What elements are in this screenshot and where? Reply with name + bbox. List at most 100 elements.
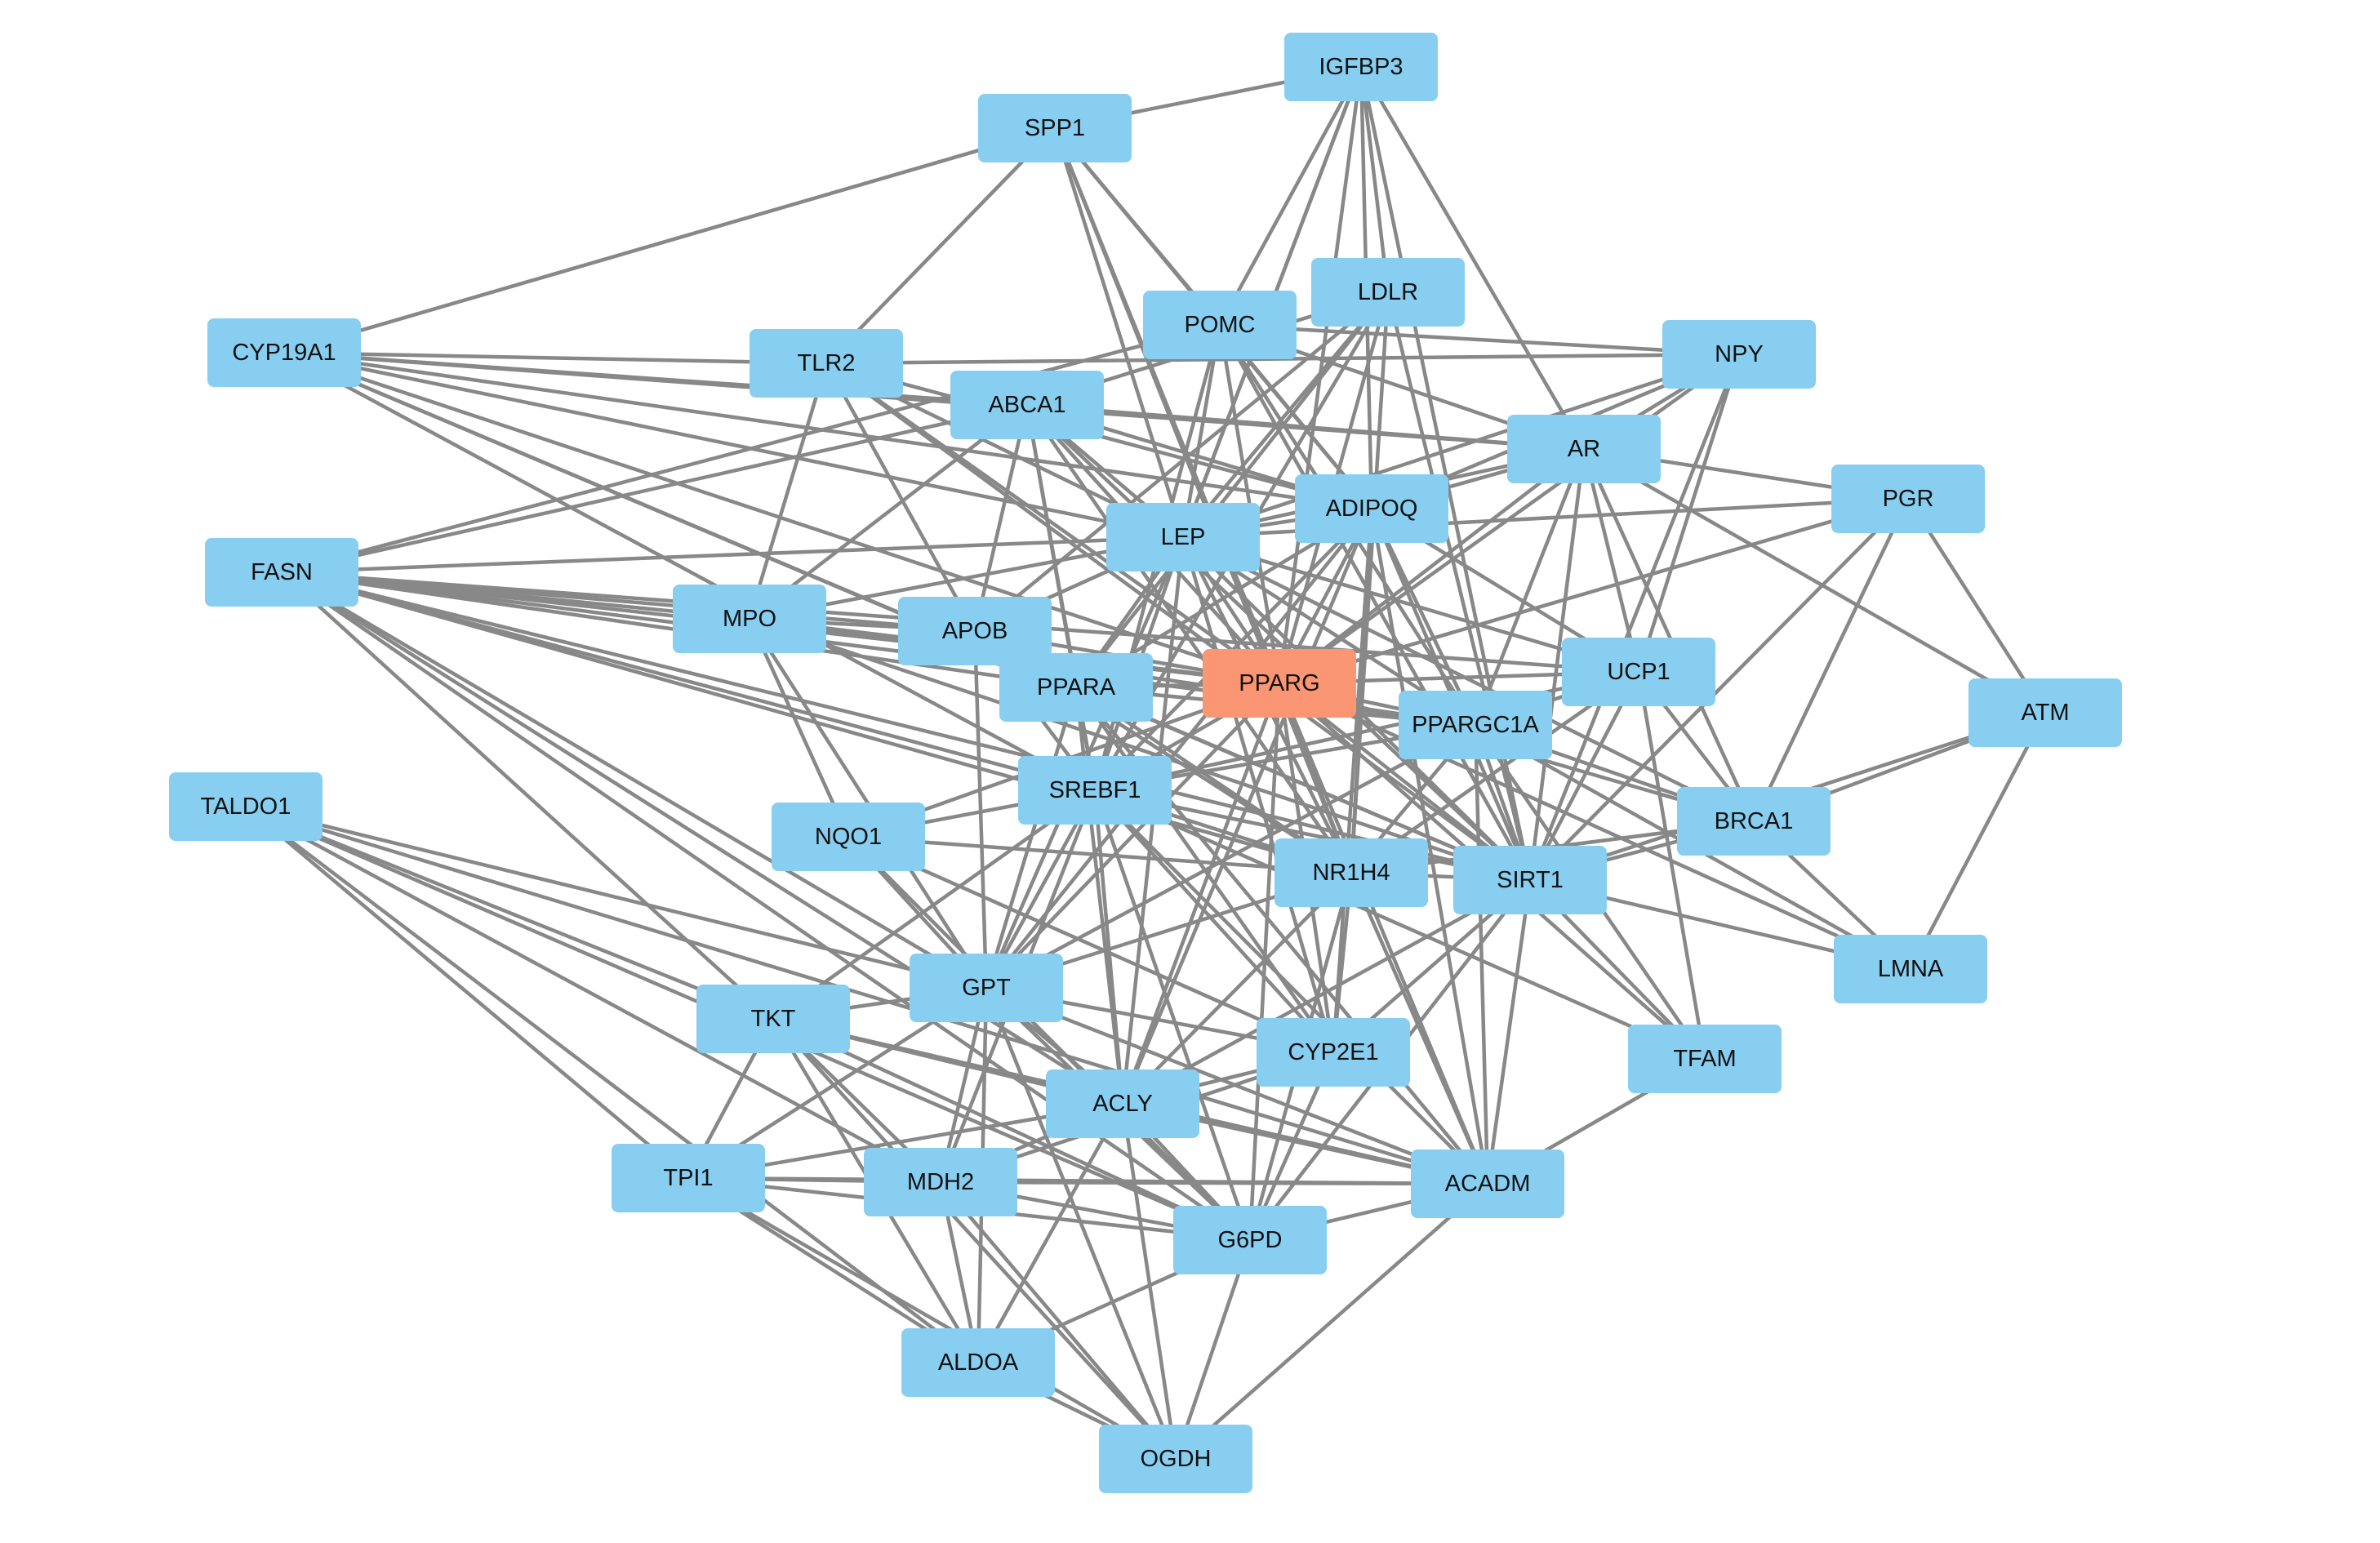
node-spp1[interactable]: SPP1 bbox=[978, 94, 1132, 162]
edge-igfbp3-ar bbox=[1359, 65, 1586, 451]
edge-nr1h4-acadm bbox=[1349, 872, 1490, 1185]
node-box[interactable] bbox=[1628, 1025, 1782, 1093]
node-box[interactable] bbox=[999, 653, 1153, 722]
node-pgr[interactable]: PGR bbox=[1831, 465, 1985, 533]
node-ar[interactable]: AR bbox=[1507, 415, 1661, 483]
node-box[interactable] bbox=[1311, 258, 1465, 327]
node-lmna[interactable]: LMNA bbox=[1834, 935, 1987, 1003]
edge-mpo-nqo1 bbox=[747, 618, 851, 838]
node-sirt1[interactable]: SIRT1 bbox=[1453, 846, 1607, 914]
node-aldoa[interactable]: ALDOA bbox=[901, 1328, 1055, 1397]
node-box[interactable] bbox=[1295, 474, 1448, 543]
node-mpo[interactable]: MPO bbox=[673, 585, 826, 653]
node-box[interactable] bbox=[950, 371, 1104, 439]
node-box[interactable] bbox=[1969, 678, 2122, 747]
node-nr1h4[interactable]: NR1H4 bbox=[1275, 838, 1428, 907]
node-lep[interactable]: LEP bbox=[1106, 503, 1260, 571]
node-g6pd[interactable]: G6PD bbox=[1173, 1206, 1327, 1274]
node-box[interactable] bbox=[772, 803, 925, 871]
node-adipoq[interactable]: ADIPOQ bbox=[1295, 474, 1448, 543]
node-ppara[interactable]: PPARA bbox=[999, 653, 1153, 722]
node-tfam[interactable]: TFAM bbox=[1628, 1025, 1782, 1093]
node-srebf1[interactable]: SREBF1 bbox=[1018, 756, 1172, 825]
edge-ar-brca1 bbox=[1581, 448, 1756, 822]
node-label: CYP19A1 bbox=[232, 340, 336, 366]
node-box[interactable] bbox=[673, 585, 826, 653]
node-box[interactable] bbox=[207, 318, 361, 387]
node-box[interactable] bbox=[750, 329, 903, 398]
node-box[interactable] bbox=[1143, 291, 1297, 359]
edge-fasn-lep bbox=[281, 535, 1184, 575]
node-box[interactable] bbox=[1453, 846, 1607, 914]
node-label: PPARA bbox=[1037, 674, 1116, 700]
node-box[interactable] bbox=[898, 597, 1052, 665]
node-box[interactable] bbox=[696, 985, 850, 1053]
node-tlr2[interactable]: TLR2 bbox=[750, 329, 903, 398]
node-label: BRCA1 bbox=[1715, 808, 1794, 834]
node-box[interactable] bbox=[1662, 320, 1816, 389]
node-box[interactable] bbox=[1677, 787, 1831, 856]
node-label: ACLY bbox=[1092, 1091, 1153, 1117]
node-fasn[interactable]: FASN bbox=[205, 538, 358, 607]
node-tpi1[interactable]: TPI1 bbox=[612, 1144, 765, 1212]
node-cyp19a1[interactable]: CYP19A1 bbox=[207, 318, 361, 387]
node-igfbp3[interactable]: IGFBP3 bbox=[1284, 33, 1438, 101]
node-box[interactable] bbox=[1411, 1149, 1564, 1218]
edge-abca1-ar bbox=[1026, 402, 1585, 451]
node-brca1[interactable]: BRCA1 bbox=[1677, 787, 1831, 856]
node-acadm[interactable]: ACADM bbox=[1411, 1149, 1564, 1218]
node-nqo1[interactable]: NQO1 bbox=[772, 803, 925, 871]
node-box[interactable] bbox=[864, 1148, 1017, 1216]
node-box[interactable] bbox=[1099, 1425, 1252, 1493]
node-apob[interactable]: APOB bbox=[898, 597, 1052, 665]
node-box[interactable] bbox=[901, 1328, 1055, 1397]
node-npy[interactable]: NPY bbox=[1662, 320, 1816, 389]
node-ppargc1a[interactable]: PPARGC1A bbox=[1399, 691, 1552, 759]
node-ogdh[interactable]: OGDH bbox=[1099, 1425, 1252, 1493]
edge-tpi1-ogdh bbox=[687, 1176, 1177, 1461]
node-box[interactable] bbox=[205, 538, 358, 607]
node-ldlr[interactable]: LDLR bbox=[1311, 258, 1465, 327]
node-label: TALDO1 bbox=[201, 794, 291, 820]
node-gpt[interactable]: GPT bbox=[910, 954, 1063, 1022]
node-box[interactable] bbox=[1106, 503, 1260, 571]
node-box[interactable] bbox=[1507, 415, 1661, 483]
node-box[interactable] bbox=[612, 1144, 765, 1212]
node-box[interactable] bbox=[1562, 638, 1715, 706]
node-cyp2e1[interactable]: CYP2E1 bbox=[1257, 1018, 1410, 1087]
node-box[interactable] bbox=[1046, 1069, 1199, 1138]
node-box[interactable] bbox=[1284, 33, 1438, 101]
edge-abca1-fasn bbox=[281, 402, 1028, 575]
node-acly[interactable]: ACLY bbox=[1046, 1069, 1199, 1138]
edge-fasn-sirt1 bbox=[281, 570, 1531, 883]
node-mdh2[interactable]: MDH2 bbox=[864, 1148, 1017, 1216]
node-label: PPARG bbox=[1239, 670, 1319, 696]
node-box[interactable] bbox=[910, 954, 1063, 1022]
edge-npy-ucp1 bbox=[1636, 354, 1742, 673]
node-box[interactable] bbox=[978, 94, 1132, 162]
edge-atm-lmna bbox=[1909, 711, 2047, 971]
node-box[interactable] bbox=[1275, 838, 1428, 907]
node-pomc[interactable]: POMC bbox=[1143, 291, 1297, 359]
node-pparg[interactable]: PPARG bbox=[1203, 649, 1356, 718]
edge-taldo1-mdh2 bbox=[244, 805, 942, 1184]
node-box[interactable] bbox=[1257, 1018, 1410, 1087]
edge-tlr2-mpo bbox=[747, 362, 829, 620]
node-ucp1[interactable]: UCP1 bbox=[1562, 638, 1715, 706]
node-atm[interactable]: ATM bbox=[1969, 678, 2122, 747]
node-box[interactable] bbox=[169, 772, 323, 841]
edge-ppargc1a-acadm bbox=[1473, 724, 1490, 1185]
node-label: ADIPOQ bbox=[1326, 496, 1418, 522]
node-tkt[interactable]: TKT bbox=[696, 985, 850, 1053]
node-box[interactable] bbox=[1399, 691, 1552, 759]
node-box[interactable] bbox=[1018, 756, 1172, 825]
node-box[interactable] bbox=[1203, 649, 1356, 718]
node-box[interactable] bbox=[1834, 935, 1987, 1003]
edge-srebf1-tkt bbox=[772, 789, 1097, 1021]
edge-srebf1-acadm bbox=[1093, 789, 1489, 1185]
node-box[interactable] bbox=[1831, 465, 1985, 533]
node-abca1[interactable]: ABCA1 bbox=[950, 371, 1104, 439]
node-box[interactable] bbox=[1173, 1206, 1327, 1274]
node-taldo1[interactable]: TALDO1 bbox=[169, 772, 323, 841]
edge-igfbp3-pomc bbox=[1218, 65, 1363, 327]
